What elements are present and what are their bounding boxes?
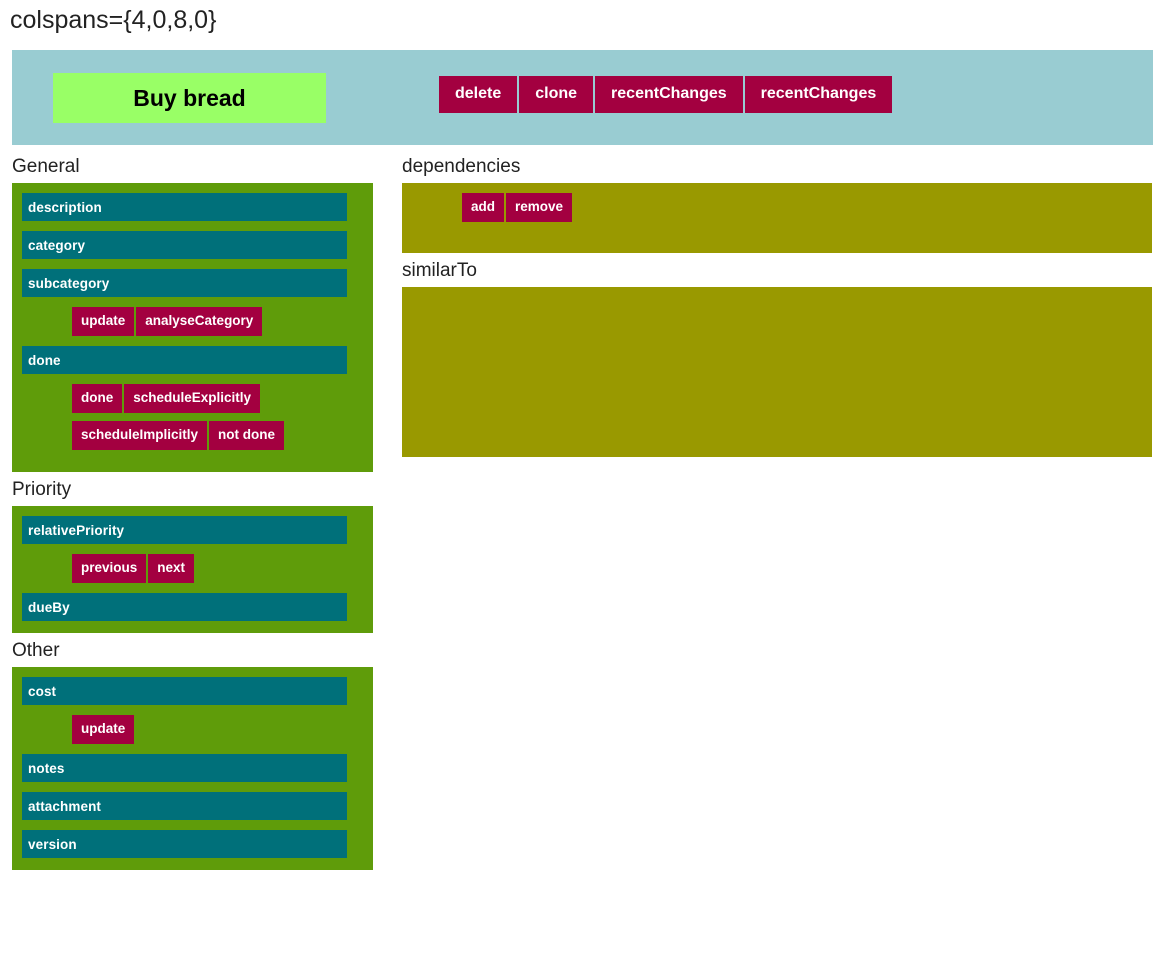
right-column: dependencies add remove similarTo — [390, 155, 1176, 463]
section-priority: Priority relativePriority previous next … — [0, 478, 390, 633]
section-label-dependencies: dependencies — [402, 156, 521, 177]
button-row-cost-actions: update — [72, 715, 373, 744]
field-label-due-by: dueBy — [28, 599, 70, 615]
field-row-attachment[interactable]: attachment — [22, 792, 347, 820]
header-action-buttons: delete clone recentChanges recentChanges — [439, 76, 893, 113]
section-similar-to: similarTo — [390, 259, 1176, 457]
field-row-due-by[interactable]: dueBy — [22, 593, 347, 621]
left-column: General description category subcategory… — [0, 155, 390, 876]
remove-button[interactable]: remove — [506, 193, 573, 222]
field-label-category: category — [28, 237, 86, 253]
field-row-version[interactable]: version — [22, 830, 347, 858]
recent-changes-button-1[interactable]: recentChanges — [595, 76, 743, 113]
schedule-explicitly-button[interactable]: scheduleExplicitly — [124, 384, 261, 413]
panel-priority: relativePriority previous next dueBy — [12, 506, 373, 633]
update-button-cost[interactable]: update — [72, 715, 135, 744]
field-label-cost: cost — [28, 683, 57, 699]
page-title: colspans={4,0,8,0} — [10, 6, 217, 34]
field-label-attachment: attachment — [28, 798, 102, 814]
item-title-box[interactable]: Buy bread — [53, 73, 326, 123]
field-label-subcategory: subcategory — [28, 275, 110, 291]
button-row-subcategory-actions: update analyseCategory — [72, 307, 373, 336]
section-label-similar-to: similarTo — [402, 260, 477, 281]
field-label-done: done — [28, 352, 61, 368]
field-label-version: version — [28, 836, 77, 852]
field-label-description: description — [28, 199, 102, 215]
panel-similar-to — [402, 287, 1152, 457]
field-row-category[interactable]: category — [22, 231, 347, 259]
section-other: Other cost update notes attachment versi… — [0, 639, 390, 870]
update-button-subcategory[interactable]: update — [72, 307, 135, 336]
done-button[interactable]: done — [72, 384, 123, 413]
delete-button[interactable]: delete — [439, 76, 518, 113]
previous-button[interactable]: previous — [72, 554, 147, 583]
header-bar: Buy bread delete clone recentChanges rec… — [12, 50, 1153, 145]
field-row-done[interactable]: done — [22, 346, 347, 374]
button-row-dependencies-actions: add remove — [462, 193, 1152, 222]
add-button[interactable]: add — [462, 193, 505, 222]
field-label-relative-priority: relativePriority — [28, 522, 125, 538]
next-button[interactable]: next — [148, 554, 195, 583]
schedule-implicitly-button[interactable]: scheduleImplicitly — [72, 421, 208, 450]
section-dependencies: dependencies add remove — [390, 155, 1176, 253]
button-row-priority-actions: previous next — [72, 554, 373, 583]
panel-dependencies: add remove — [402, 183, 1152, 253]
field-row-cost[interactable]: cost — [22, 677, 347, 705]
section-label-priority: Priority — [12, 479, 72, 500]
button-row-done-actions-1: done scheduleExplicitly — [72, 384, 373, 413]
not-done-button[interactable]: not done — [209, 421, 285, 450]
section-label-general: General — [12, 156, 80, 177]
recent-changes-button-2[interactable]: recentChanges — [744, 76, 893, 113]
field-row-notes[interactable]: notes — [22, 754, 347, 782]
button-row-done-actions-2: scheduleImplicitly not done — [72, 421, 373, 450]
section-general: General description category subcategory… — [0, 155, 390, 472]
panel-other: cost update notes attachment version — [12, 667, 373, 870]
field-row-description[interactable]: description — [22, 193, 347, 221]
field-row-relative-priority[interactable]: relativePriority — [22, 516, 347, 544]
field-label-notes: notes — [28, 760, 65, 776]
analyse-category-button[interactable]: analyseCategory — [136, 307, 263, 336]
field-row-subcategory[interactable]: subcategory — [22, 269, 347, 297]
section-label-other: Other — [12, 640, 60, 661]
panel-general: description category subcategory update … — [12, 183, 373, 472]
clone-button[interactable]: clone — [519, 76, 594, 113]
item-title-label: Buy bread — [133, 84, 246, 111]
